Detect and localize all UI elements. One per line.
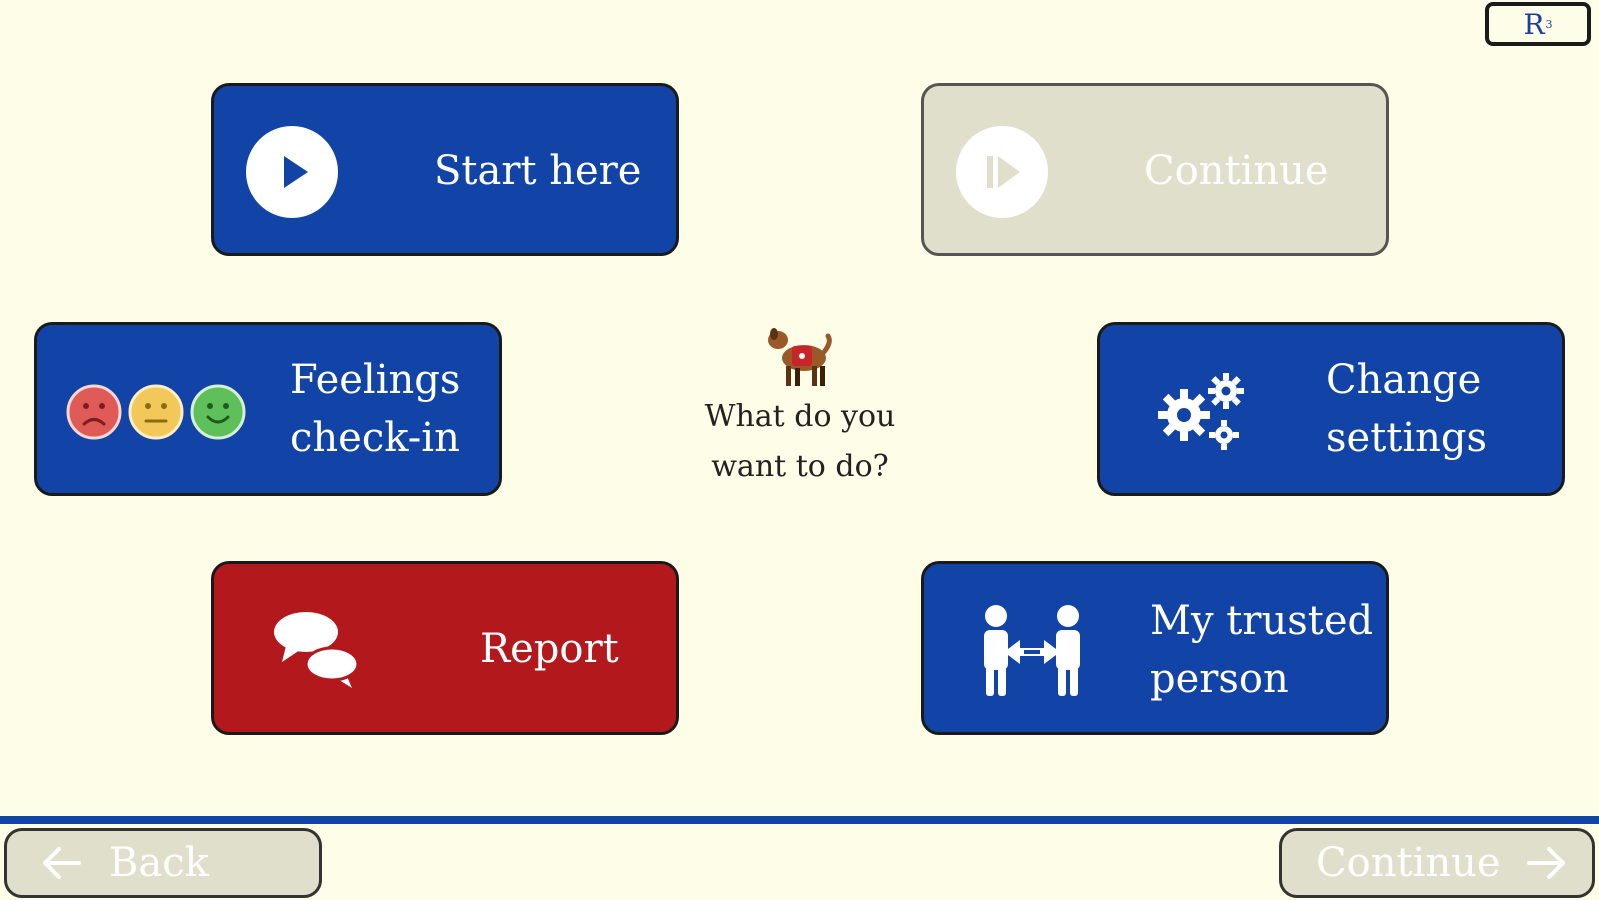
start-here-label: Start here	[434, 142, 641, 200]
start-here-label-line-1: Start here	[434, 148, 642, 194]
badge-letter: R	[1523, 7, 1545, 41]
resume-icon	[956, 126, 1048, 218]
trusted-person-label: My trusted person	[1150, 592, 1373, 708]
guide-dog-icon	[680, 322, 920, 392]
feelings-label-line-1: Feelings	[290, 357, 461, 403]
report-label-line-1: Report	[480, 626, 619, 672]
sad-face-icon	[66, 384, 122, 440]
settings-label-line-2: settings	[1326, 415, 1488, 461]
report-button[interactable]: Report	[211, 561, 679, 735]
badge-superscript: 3	[1545, 17, 1553, 31]
gears-icon	[1154, 369, 1250, 455]
start-here-button[interactable]: Start here	[211, 83, 679, 256]
continue-label-line-1: Continue	[1144, 148, 1329, 194]
center-prompt: What do you want to do?	[680, 322, 920, 492]
speech-bubbles-icon	[272, 608, 364, 692]
neutral-face-icon	[128, 384, 184, 440]
change-settings-button[interactable]: Change settings	[1097, 322, 1565, 496]
trusted-person-icon	[978, 604, 1086, 698]
happy-face-icon	[190, 384, 246, 440]
question-line-1: What do you	[704, 399, 896, 434]
trusted-person-label-line-1: My trusted	[1150, 598, 1374, 644]
settings-label: Change settings	[1326, 351, 1487, 467]
question-line-2: want to do?	[711, 449, 889, 484]
arrow-left-icon	[39, 845, 81, 881]
continue-nav-button[interactable]: Continue	[1279, 828, 1595, 898]
continue-nav-label: Continue	[1316, 840, 1501, 886]
play-icon	[246, 126, 338, 218]
feelings-label-line-2: check-in	[290, 415, 460, 461]
my-trusted-person-button[interactable]: My trusted person	[921, 561, 1389, 735]
what-to-do-question: What do you want to do?	[680, 392, 920, 492]
continue-button-disabled[interactable]: Continue	[921, 83, 1389, 256]
feelings-check-in-button[interactable]: Feelings check-in	[34, 322, 502, 496]
bottom-divider	[0, 816, 1599, 824]
back-label: Back	[109, 840, 209, 886]
report-label: Report	[480, 620, 619, 678]
trusted-person-label-line-2: person	[1150, 656, 1289, 702]
settings-label-line-1: Change	[1326, 357, 1482, 403]
feelings-faces-icon	[65, 383, 247, 441]
back-button[interactable]: Back	[4, 828, 322, 898]
continue-label: Continue	[1144, 142, 1329, 200]
arrow-right-icon	[1526, 845, 1569, 881]
feelings-label: Feelings check-in	[290, 351, 460, 467]
